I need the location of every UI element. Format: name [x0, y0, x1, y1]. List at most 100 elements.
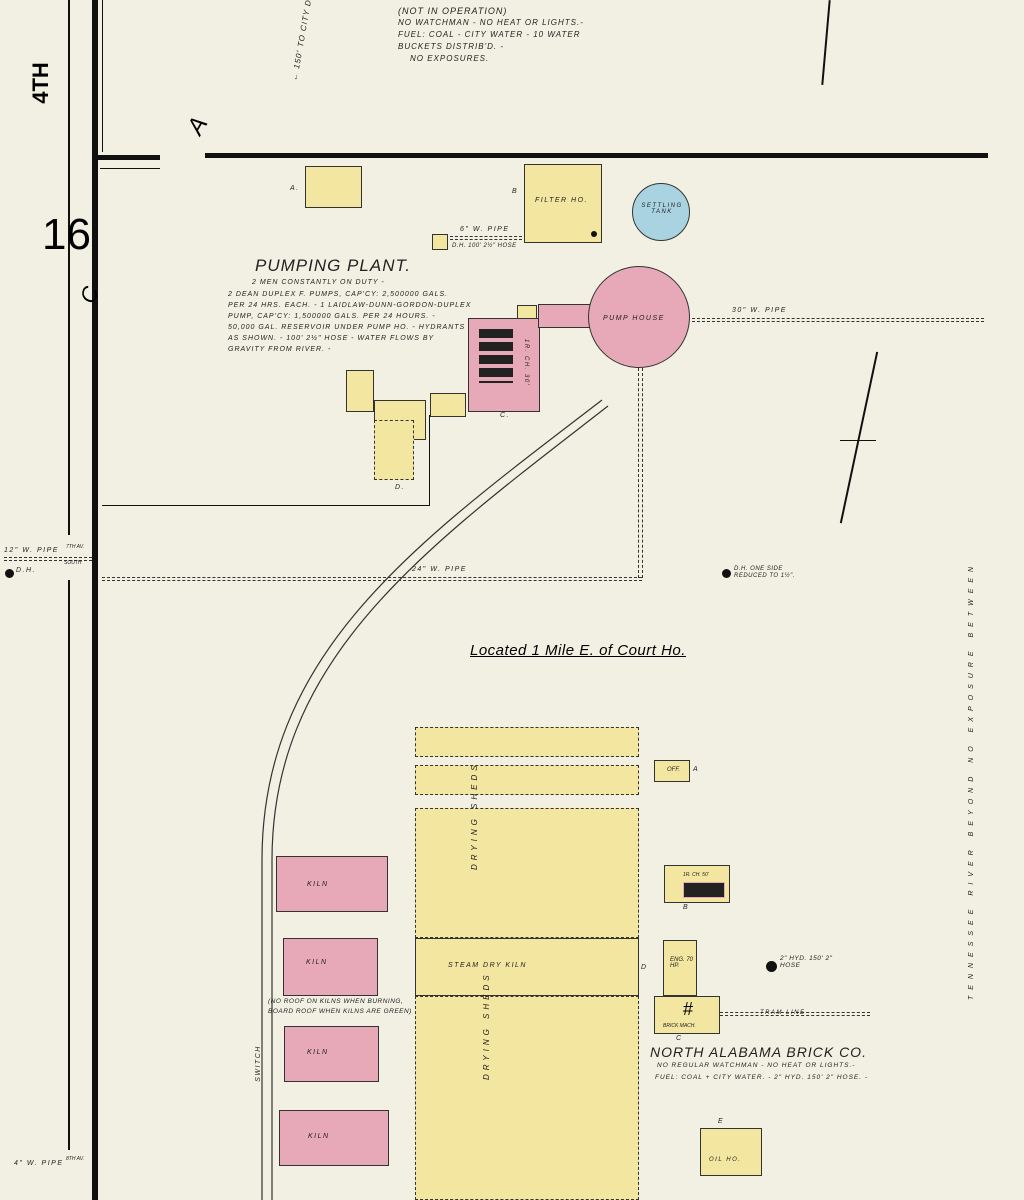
hydrant-label: 2" HYD. 150' 2" HOSE	[780, 955, 833, 969]
building-letter: D.	[395, 484, 405, 491]
kiln-note: (NO ROOF ON KILNS WHEN BURNING,	[268, 998, 404, 1005]
tram-line	[720, 1012, 870, 1016]
small-frame	[517, 305, 537, 319]
hydrant-dot-icon	[591, 231, 597, 237]
pumping-note: 2 MEN CONSTANTLY ON DUTY -	[252, 279, 385, 286]
pump-house: PUMP HOUSE	[588, 266, 690, 368]
hydrant-dot-icon	[5, 569, 14, 578]
kiln: KILN	[284, 1026, 379, 1082]
building-letter: D	[641, 964, 648, 971]
boilers	[479, 329, 513, 383]
building-a	[305, 166, 362, 208]
pipe-30in	[692, 318, 984, 322]
location-note: Located 1 Mile E. of Court Ho.	[470, 642, 686, 659]
building-small	[430, 393, 466, 417]
street-a-edge	[100, 168, 160, 169]
building-letter: E	[718, 1118, 725, 1125]
drying-shed	[415, 765, 639, 795]
pipe-label: 6" W. PIPE	[460, 226, 510, 233]
avenue-label: 7TH AV.	[66, 544, 85, 550]
drying-shed	[415, 808, 639, 938]
street-border-line	[92, 0, 98, 1200]
pipe-label: 12" W. PIPE	[4, 547, 59, 554]
kiln: KILN	[279, 1110, 389, 1166]
drying-sheds-label: DRYING SHEDS	[470, 761, 479, 870]
boiler-room: 1R. CH. 50'	[664, 865, 730, 903]
brick-machine-room: # BRICK MACH.	[654, 996, 720, 1034]
settling-tank-label: SETTLING TANK	[641, 203, 683, 215]
pipe-label: 30" W. PIPE	[732, 307, 787, 314]
brick-company-note: NO REGULAR WATCHMAN - NO HEAT OR LIGHTS.…	[657, 1062, 856, 1069]
street-edge-line	[68, 580, 70, 1150]
pump-connector	[538, 304, 593, 328]
pumping-note: 2 DEAN DUPLEX F. PUMPS, CAP'CY: 2,500000…	[228, 291, 449, 298]
steam-dry-kiln-label: STEAM DRY KILN	[448, 962, 527, 969]
kiln-label: KILN	[307, 1049, 329, 1056]
building-letter: A.	[290, 185, 300, 192]
hydrant-dot-icon	[722, 569, 731, 578]
factory-note: (NOT IN OPERATION)	[398, 6, 508, 16]
filter-house-label: FILTER HO.	[535, 197, 588, 204]
pumping-note: AS SHOWN. - 100' 2½" HOSE - WATER FLOWS …	[228, 335, 435, 342]
boiler-house: 1R. CH. 30'	[468, 318, 540, 412]
sheet-number: 16	[42, 210, 91, 259]
kiln-label: KILN	[307, 881, 329, 888]
building-letter: C	[676, 1035, 683, 1042]
brick-company-note: FUEL: COAL + CITY WATER. - 2" HYD. 150' …	[655, 1074, 869, 1081]
drying-shed	[415, 727, 639, 757]
brick-company-title: NORTH ALABAMA BRICK CO.	[650, 1044, 867, 1060]
avenue-label: 8TH AV.	[66, 1156, 85, 1162]
river-note: TENNESSEE RIVER BEYOND NO EXPOSURE BETWE…	[968, 560, 975, 1000]
drying-sheds-label: DRYING SHEDS	[482, 971, 491, 1080]
switch-label: SWITCH	[254, 1045, 262, 1082]
hose-label: D.H. 100' 2½" HOSE	[452, 243, 517, 249]
building-d	[374, 420, 414, 480]
pipe-6in	[450, 236, 522, 240]
dh-label: D.H.	[16, 567, 36, 574]
engine-label: ENG. 70 HP.	[670, 957, 694, 969]
pump-house-label: PUMP HOUSE	[603, 315, 665, 322]
boiler-label: 1R. CH. 50'	[683, 872, 709, 878]
building-letter: B	[512, 188, 519, 195]
filter-house: FILTER HO.	[524, 164, 602, 243]
kiln-note: BOARD ROOF WHEN KILNS ARE GREEN)	[268, 1008, 412, 1015]
machine-icon: #	[683, 999, 694, 1019]
pumping-note: 50,000 GAL. RESERVOIR UNDER PUMP HO. - H…	[228, 324, 466, 331]
lot-line	[429, 415, 430, 505]
avenue-label: SOUTH	[64, 560, 82, 566]
kiln-label: KILN	[308, 1133, 330, 1140]
office-label: OFF.	[667, 767, 680, 773]
building-letter: A	[693, 766, 700, 773]
north-arrow-crossbar	[840, 440, 876, 441]
hydrant-dot-icon	[766, 961, 777, 972]
lot-line	[102, 0, 103, 152]
dh-note: D.H. ONE SIDE REDUCED TO 1½".	[734, 566, 795, 580]
engine-room: ENG. 70 HP.	[663, 940, 697, 996]
hose-house-icon	[432, 234, 448, 250]
oil-house: OIL HO.	[700, 1128, 762, 1176]
pumping-note: PER 24 HRS. EACH. - 1 LAIDLAW-DUNN-GORDO…	[228, 302, 472, 309]
settling-tank: SETTLING TANK	[632, 183, 690, 241]
boiler	[683, 882, 725, 898]
kiln-label: KILN	[306, 959, 328, 966]
office: OFF.	[654, 760, 690, 782]
drying-shed	[415, 996, 639, 1200]
kiln: KILN	[283, 938, 378, 996]
pipe-12in	[4, 557, 92, 561]
kiln: KILN	[276, 856, 388, 912]
factory-note: NO EXPOSURES.	[410, 54, 490, 63]
pipe-vertical	[638, 368, 643, 578]
street-edge-line	[68, 0, 70, 535]
factory-note: FUEL: COAL - CITY WATER - 10 WATER	[398, 30, 581, 39]
building-letter: C.	[500, 412, 510, 419]
pipe-label: 24" W. PIPE	[412, 566, 467, 573]
pumping-plant-title: PUMPING PLANT.	[255, 256, 412, 275]
tram-line-label: TRAM LINE	[760, 1010, 806, 1016]
factory-note: NO WATCHMAN - NO HEAT OR LIGHTS.-	[398, 18, 584, 27]
factory-note: BUCKETS DISTRIB'D. -	[398, 42, 504, 51]
brick-machine-label: BRICK MACH.	[663, 1023, 696, 1029]
oil-house-label: OIL HO.	[709, 1157, 742, 1163]
pumping-note: GRAVITY FROM RIVER. -	[228, 346, 332, 353]
